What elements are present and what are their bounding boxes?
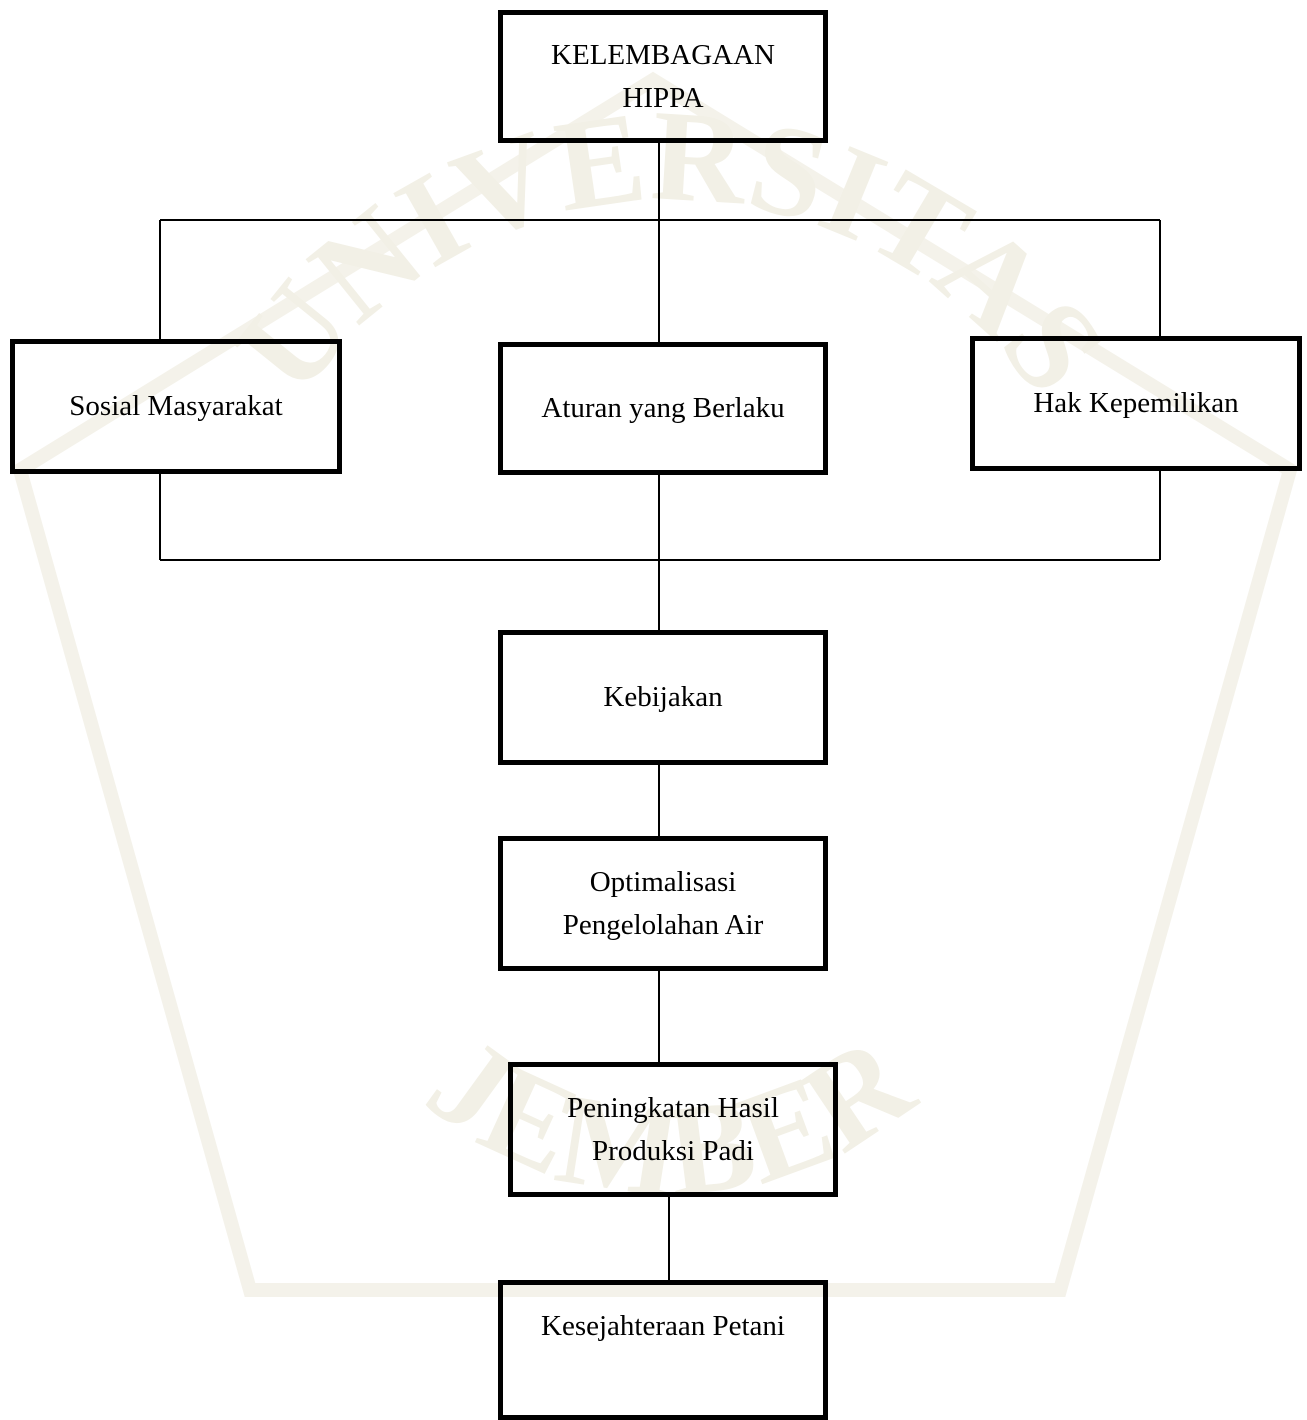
node-label: Kesejahteraan Petani xyxy=(541,1310,785,1342)
node-sosial-masyarakat: Sosial Masyarakat xyxy=(10,339,342,474)
node-label: KELEMBAGAAN HIPPA xyxy=(551,38,775,114)
node-label: Hak Kepemilikan xyxy=(1033,387,1239,419)
node-label: Aturan yang Berlaku xyxy=(541,392,785,424)
node-label: Sosial Masyarakat xyxy=(69,390,283,422)
node-kebijakan: Kebijakan xyxy=(498,630,828,765)
node-kelembagaan-hippa: KELEMBAGAAN HIPPA xyxy=(498,10,828,143)
node-peningkatan-hasil-produksi-padi: Peningkatan Hasil Produksi Padi xyxy=(508,1062,838,1197)
node-label: Peningkatan Hasil Produksi Padi xyxy=(567,1091,779,1167)
node-optimalisasi-pengelolahan-air: Optimalisasi Pengelolahan Air xyxy=(498,836,828,971)
node-label: Kebijakan xyxy=(603,681,723,713)
node-hak-kepemilikan: Hak Kepemilikan xyxy=(970,336,1302,471)
node-kesejahteraan-petani: Kesejahteraan Petani xyxy=(498,1280,828,1420)
node-label: Optimalisasi Pengelolahan Air xyxy=(562,865,764,941)
node-aturan-yang-berlaku: Aturan yang Berlaku xyxy=(498,342,828,475)
